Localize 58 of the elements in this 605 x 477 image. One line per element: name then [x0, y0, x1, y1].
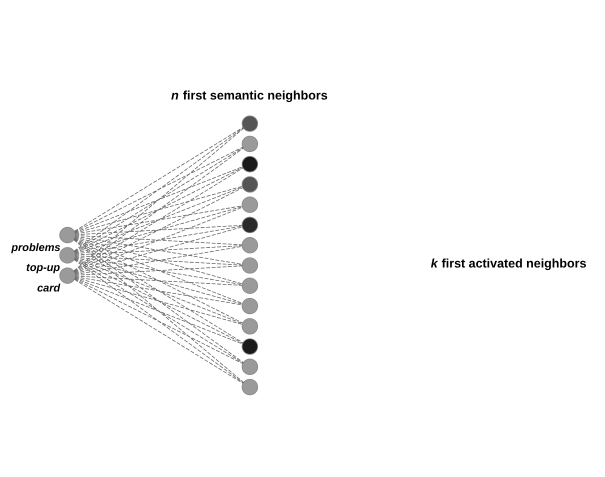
connector — [74, 236, 243, 304]
node-circle — [242, 135, 258, 152]
connector — [74, 256, 242, 284]
connector — [74, 254, 242, 265]
connector — [74, 276, 243, 324]
connector — [74, 206, 243, 273]
node-label: top-up — [26, 262, 60, 274]
connector — [74, 276, 242, 305]
node-circle — [242, 378, 258, 395]
connector — [74, 226, 243, 274]
node-circle — [242, 196, 258, 212]
connector — [74, 146, 243, 232]
node-circle — [242, 338, 258, 354]
connector — [74, 258, 244, 363]
node-circle — [59, 226, 76, 243]
node-circle — [242, 318, 258, 334]
connector — [74, 237, 243, 323]
node-circle — [242, 256, 258, 274]
node-circle — [242, 236, 258, 253]
connector — [74, 166, 243, 252]
connector — [74, 246, 242, 274]
connector — [74, 258, 243, 344]
connector — [74, 236, 243, 284]
node-circle — [242, 114, 258, 132]
connector — [74, 224, 242, 235]
connector — [74, 167, 244, 272]
connector — [74, 256, 243, 304]
node-circle — [242, 216, 258, 233]
node-circle — [242, 176, 258, 192]
connector — [74, 186, 243, 253]
connector — [74, 235, 242, 264]
label: k first activated neighbors — [430, 256, 586, 270]
node-circle — [59, 266, 76, 284]
node-circle — [59, 246, 76, 264]
connector — [74, 205, 242, 234]
connector — [74, 265, 242, 276]
connector — [74, 206, 243, 254]
connector — [74, 277, 243, 344]
node-circle — [242, 297, 258, 314]
connector — [74, 257, 243, 324]
node-circle — [242, 156, 258, 172]
connector — [74, 185, 243, 234]
connector — [74, 275, 242, 286]
connector — [74, 234, 242, 245]
connector — [74, 126, 244, 232]
node-label: card — [37, 282, 60, 294]
connector — [74, 278, 244, 384]
connector — [74, 146, 244, 252]
node-label: problems — [11, 241, 60, 254]
connector — [74, 238, 244, 343]
connector — [74, 186, 243, 272]
node-circle — [242, 277, 258, 294]
connector — [74, 166, 243, 232]
connector — [74, 225, 242, 254]
node-circle — [242, 358, 258, 374]
connector — [74, 244, 242, 255]
label: n first semantic neighbors — [171, 88, 328, 102]
connector — [74, 278, 243, 364]
